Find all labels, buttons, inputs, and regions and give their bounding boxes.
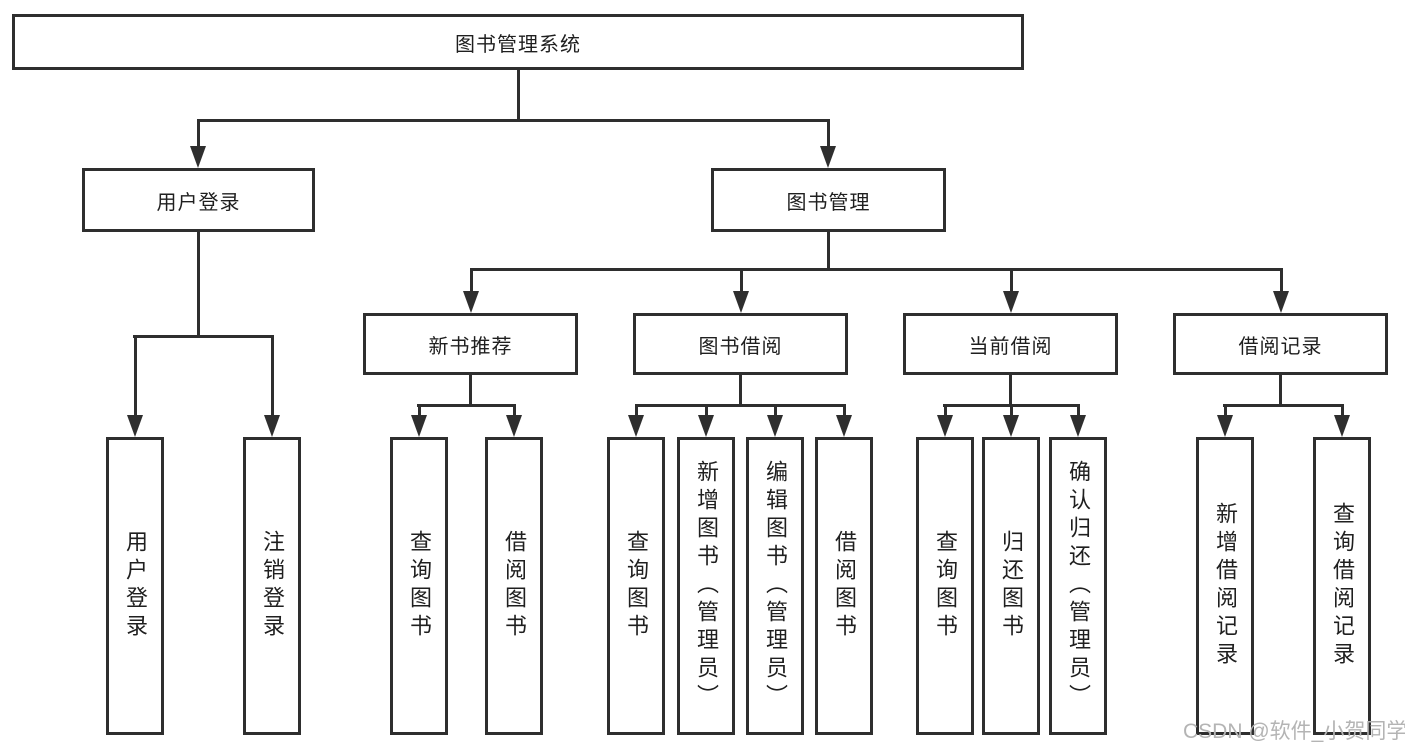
- arrow-bb-borrow: [836, 415, 852, 437]
- node-leaf-br-query-record: 查询借阅记录: [1313, 437, 1371, 735]
- node-leaf-bb-borrow-books: 借阅图书: [815, 437, 873, 735]
- connector-groupB-drop2: [513, 404, 516, 417]
- arrow-bb-add: [698, 415, 714, 437]
- connector-current-borrow-drop: [1010, 268, 1013, 293]
- leaf-label: 查询图书: [407, 530, 432, 642]
- connector-user-login-stub: [197, 232, 200, 338]
- connector-groupE-drop1: [1224, 404, 1227, 417]
- connector-groupC-drop3: [774, 404, 777, 417]
- leaf-label: 编辑图书（管理员）: [763, 460, 788, 712]
- node-new-book-recommend: 新书推荐: [363, 313, 578, 375]
- node-borrowing-records: 借阅记录: [1173, 313, 1388, 375]
- node-user-login: 用户登录: [82, 168, 315, 232]
- arrow-cb-query: [937, 415, 953, 437]
- connector-level1-bar: [197, 119, 830, 122]
- arrow-user-login: [190, 146, 206, 168]
- connector-root-stub: [517, 70, 520, 121]
- leaf-label: 注销登录: [260, 530, 285, 642]
- node-leaf-bb-edit-books-admin: 编辑图书（管理员）: [746, 437, 804, 735]
- node-leaf-bb-query-books: 查询图书: [607, 437, 665, 735]
- arrow-ul-user-login: [127, 415, 143, 437]
- arrow-nbr-borrow: [506, 415, 522, 437]
- watermark: CSDN @软件_小贺同学: [1183, 720, 1405, 743]
- leaf-label: 用户登录: [123, 530, 148, 642]
- connector-groupD-drop2: [1010, 404, 1013, 417]
- arrow-bb-edit: [767, 415, 783, 437]
- node-book-management: 图书管理: [711, 168, 946, 232]
- connector-groupB-drop1: [418, 404, 421, 417]
- connector-book-borrow-drop: [740, 268, 743, 293]
- leaf-label: 借阅图书: [502, 530, 527, 642]
- arrow-borrow-record: [1273, 291, 1289, 313]
- leaf-label: 借阅图书: [832, 530, 857, 642]
- node-leaf-logout: 注销登录: [243, 437, 301, 735]
- connector-groupE-bar: [1223, 404, 1344, 407]
- arrow-bb-query: [628, 415, 644, 437]
- arrow-new-book: [463, 291, 479, 313]
- node-leaf-cb-return-books: 归还图书: [982, 437, 1040, 735]
- node-leaf-nbr-query-books: 查询图书: [390, 437, 448, 735]
- connector-groupC-drop2: [705, 404, 708, 417]
- connector-groupA-bar: [133, 335, 274, 338]
- leaf-label: 查询图书: [624, 530, 649, 642]
- connector-book-mgmt-drop: [827, 119, 830, 148]
- connector-groupD-drop3: [1077, 404, 1080, 417]
- connector-current-borrow-stub: [1009, 375, 1012, 407]
- node-leaf-user-login: 用户登录: [106, 437, 164, 735]
- connector-new-book-drop: [470, 268, 473, 293]
- arrow-nbr-query: [411, 415, 427, 437]
- node-current-borrowing: 当前借阅: [903, 313, 1118, 375]
- connector-level3-bar: [470, 268, 1282, 271]
- connector-book-mgmt-stub: [827, 232, 830, 271]
- node-leaf-bb-add-books-admin: 新增图书（管理员）: [677, 437, 735, 735]
- arrow-book-mgmt: [820, 146, 836, 168]
- arrow-cb-return: [1003, 415, 1019, 437]
- arrow-book-borrow: [733, 291, 749, 313]
- connector-groupC-drop1: [635, 404, 638, 417]
- connector-new-book-stub: [469, 375, 472, 407]
- connector-book-borrow-stub: [739, 375, 742, 407]
- leaf-label: 归还图书: [999, 530, 1024, 642]
- node-library-system: 图书管理系统: [12, 14, 1024, 70]
- connector-groupA-drop1: [134, 335, 137, 417]
- leaf-label: 新增图书（管理员）: [694, 460, 719, 712]
- connector-groupA-drop2: [271, 335, 274, 417]
- connector-user-login-drop: [197, 119, 200, 148]
- arrow-current-borrow: [1003, 291, 1019, 313]
- leaf-label: 查询借阅记录: [1330, 502, 1355, 670]
- connector-groupE-drop2: [1341, 404, 1344, 417]
- node-leaf-cb-query-books: 查询图书: [916, 437, 974, 735]
- connector-borrow-record-stub: [1279, 375, 1282, 407]
- connector-borrow-record-drop: [1280, 268, 1283, 293]
- connector-groupC-drop4: [843, 404, 846, 417]
- node-leaf-cb-confirm-return-admin: 确认归还（管理员）: [1049, 437, 1107, 735]
- connector-groupB-bar: [417, 404, 516, 407]
- node-book-borrowing: 图书借阅: [633, 313, 848, 375]
- node-leaf-nbr-borrow-books: 借阅图书: [485, 437, 543, 735]
- connector-groupD-drop1: [944, 404, 947, 417]
- node-leaf-br-add-record: 新增借阅记录: [1196, 437, 1254, 735]
- leaf-label: 新增借阅记录: [1213, 502, 1238, 670]
- arrow-ul-logout: [264, 415, 280, 437]
- arrow-br-add: [1217, 415, 1233, 437]
- leaf-label: 查询图书: [933, 530, 958, 642]
- arrow-br-query: [1334, 415, 1350, 437]
- connector-groupC-bar: [635, 404, 846, 407]
- leaf-label: 确认归还（管理员）: [1066, 460, 1091, 712]
- arrow-cb-confirm: [1070, 415, 1086, 437]
